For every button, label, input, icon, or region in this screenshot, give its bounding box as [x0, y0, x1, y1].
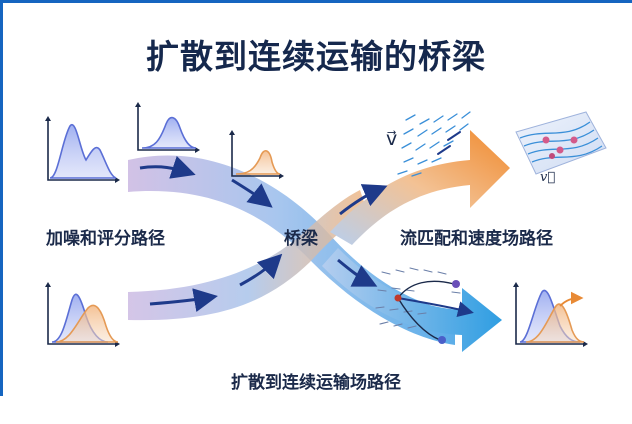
plot-noise-start [45, 116, 120, 183]
transport-trajectories [394, 280, 474, 344]
velocity-symbol-small: v⃗ [540, 170, 556, 185]
plot-noise-end [229, 130, 284, 179]
page-title: 扩散到连续运输的桥梁 [146, 37, 486, 76]
plot-target-distribution [513, 282, 588, 347]
transport-field [375, 267, 461, 329]
navy-arrow-right-down [337, 258, 378, 287]
label-noise-score-path: 加噪和评分路径 [46, 229, 165, 249]
flow-matching-arrow [330, 130, 510, 245]
navy-arrow-right-up [339, 184, 388, 216]
label-flow-velocity-path: 流匹配和速度场路径 [400, 229, 553, 249]
plot-noise-middle [135, 102, 200, 153]
plot-source-distribution [45, 282, 120, 347]
velocity-field-grid [397, 111, 471, 177]
navy-arrow-bottom-1 [149, 288, 218, 312]
diffusion-band-bottom [128, 190, 368, 321]
navy-arrow-bottom-2 [239, 253, 283, 287]
velocity-symbol: v⃗ [386, 128, 398, 150]
label-bridge: 桥梁 [284, 229, 318, 249]
top-accent-border [0, 0, 632, 3]
flow-field-sheet [515, 111, 607, 175]
navy-arrow-top-1 [139, 155, 196, 179]
left-accent-border [0, 0, 3, 396]
label-transport-path: 扩散到连续运输场路径 [231, 373, 401, 393]
navy-arrow-top-2 [231, 178, 273, 208]
